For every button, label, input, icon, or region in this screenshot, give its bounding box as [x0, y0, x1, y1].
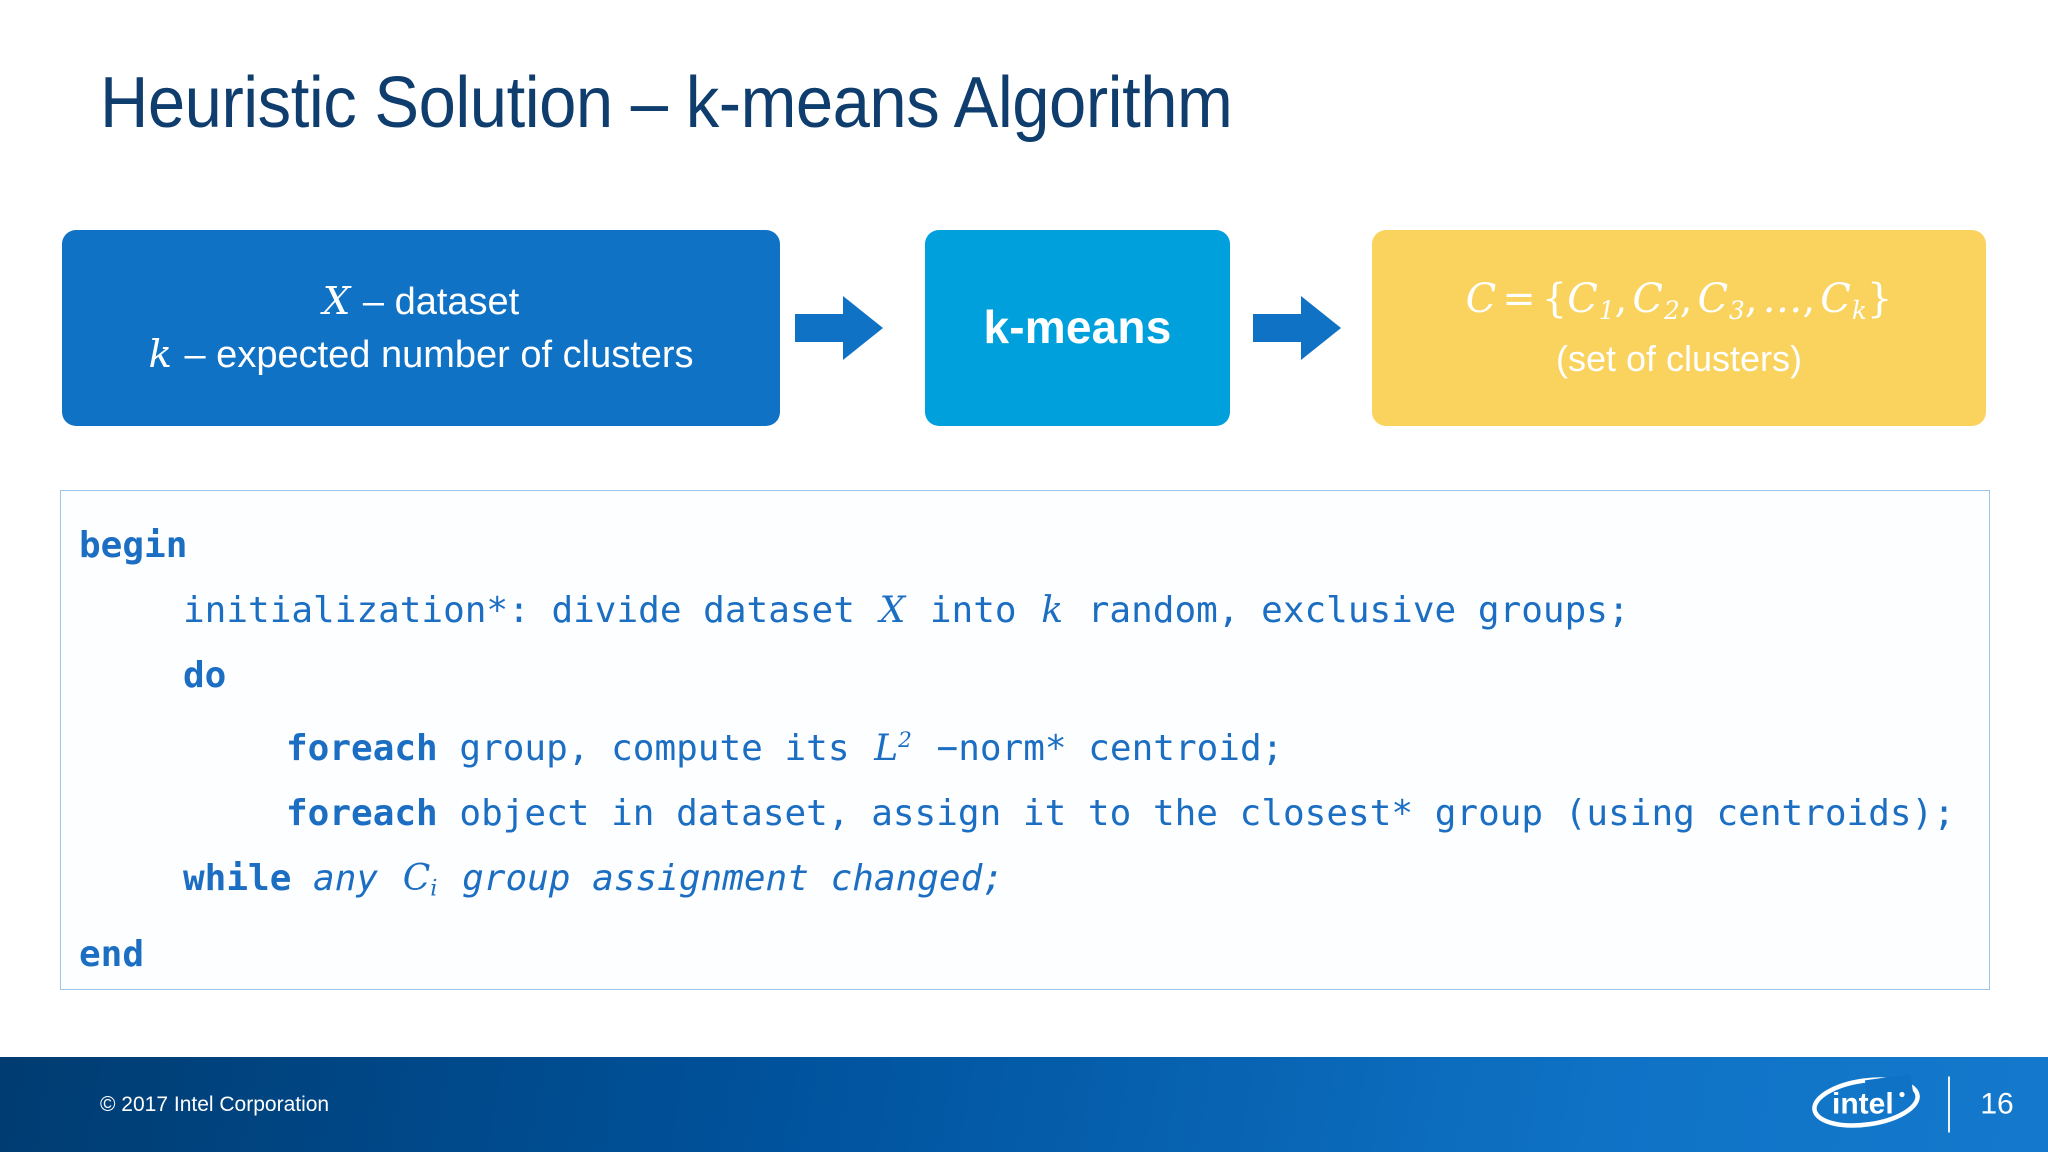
output-math-expression: C={C1,C2,C3,…,Ck} — [1465, 276, 1893, 325]
slide-footer: © 2017 Intel Corporation intel 16 — [0, 1057, 2048, 1152]
code-text-initialization-b: into — [908, 590, 1039, 631]
keyword-foreach: foreach — [286, 792, 438, 834]
keyword-foreach: foreach — [286, 727, 438, 769]
right-arrow-icon — [1253, 296, 1341, 360]
exponent-two: 2 — [898, 728, 912, 753]
variable-k: k — [148, 332, 172, 377]
intel-logo: intel — [1810, 1073, 1922, 1135]
copyright-text: © 2017 Intel Corporation — [100, 1092, 330, 1116]
page-title: Heuristic Solution – k-means Algorithm — [100, 63, 1233, 143]
algorithm-label: k-means — [983, 301, 1172, 354]
code-text-while-b: group assignment changed; — [440, 857, 1004, 899]
variable-c-i: Ci — [402, 857, 438, 902]
input-line-dataset-text: – dataset — [352, 280, 520, 323]
page-number: 16 — [1980, 1087, 2014, 1121]
keyword-end: end — [79, 933, 145, 975]
subscript-i: i — [430, 875, 438, 902]
code-text-while-a: any — [291, 857, 400, 899]
flow-diagram: X – dataset k – expected number of clust… — [0, 230, 2048, 430]
variable-x: X — [879, 590, 906, 631]
footer-divider — [1948, 1076, 1950, 1133]
variable-k: k — [1041, 590, 1064, 631]
flow-box-algorithm: k-means — [925, 230, 1230, 426]
code-text-initialization-a: initialization*: divide dataset — [183, 590, 877, 631]
flow-box-input: X – dataset k – expected number of clust… — [62, 230, 780, 426]
input-line-dataset: X – dataset — [323, 275, 520, 328]
code-text-assign: object in dataset, assign it to the clos… — [437, 792, 1955, 834]
code-line-foreach-assign: foreach object in dataset, assign it to … — [61, 781, 1989, 846]
output-caption: (set of clusters) — [1555, 337, 1803, 379]
input-line-clusters-text: – expected number of clusters — [173, 334, 694, 376]
code-line-initialization: initialization*: divide dataset X into k… — [61, 578, 1989, 643]
code-line-begin: begin — [61, 513, 1989, 578]
code-line-end: end — [61, 922, 1989, 987]
output-math-lhs: C — [1465, 276, 1497, 323]
code-text-initialization-c: random, exclusive groups; — [1066, 590, 1630, 631]
pseudocode-panel: begin initialization*: divide dataset X … — [60, 490, 1990, 990]
code-line-foreach-centroid: foreach group, compute its L2 −norm* cen… — [61, 708, 1989, 781]
keyword-begin: begin — [79, 525, 188, 566]
code-text-centroid-b: −norm* centroid; — [914, 727, 1284, 769]
code-text-centroid-a: group, compute its — [437, 727, 872, 769]
variable-x: X — [322, 278, 351, 324]
input-line-clusters: k – expected number of clusters — [148, 328, 693, 381]
code-line-while: while any Ci group assignment changed; — [61, 846, 1989, 922]
svg-text:intel: intel — [1832, 1087, 1894, 1120]
keyword-do: do — [183, 655, 227, 696]
footer-right-group: intel 16 — [1810, 1073, 2018, 1135]
variable-l-squared: L2 — [874, 727, 912, 769]
right-arrow-icon — [795, 296, 883, 360]
keyword-while: while — [183, 857, 292, 899]
code-line-do: do — [61, 643, 1989, 708]
output-math-equals: = — [1502, 276, 1536, 323]
flow-box-output: C={C1,C2,C3,…,Ck} (set of clusters) — [1372, 230, 1986, 426]
